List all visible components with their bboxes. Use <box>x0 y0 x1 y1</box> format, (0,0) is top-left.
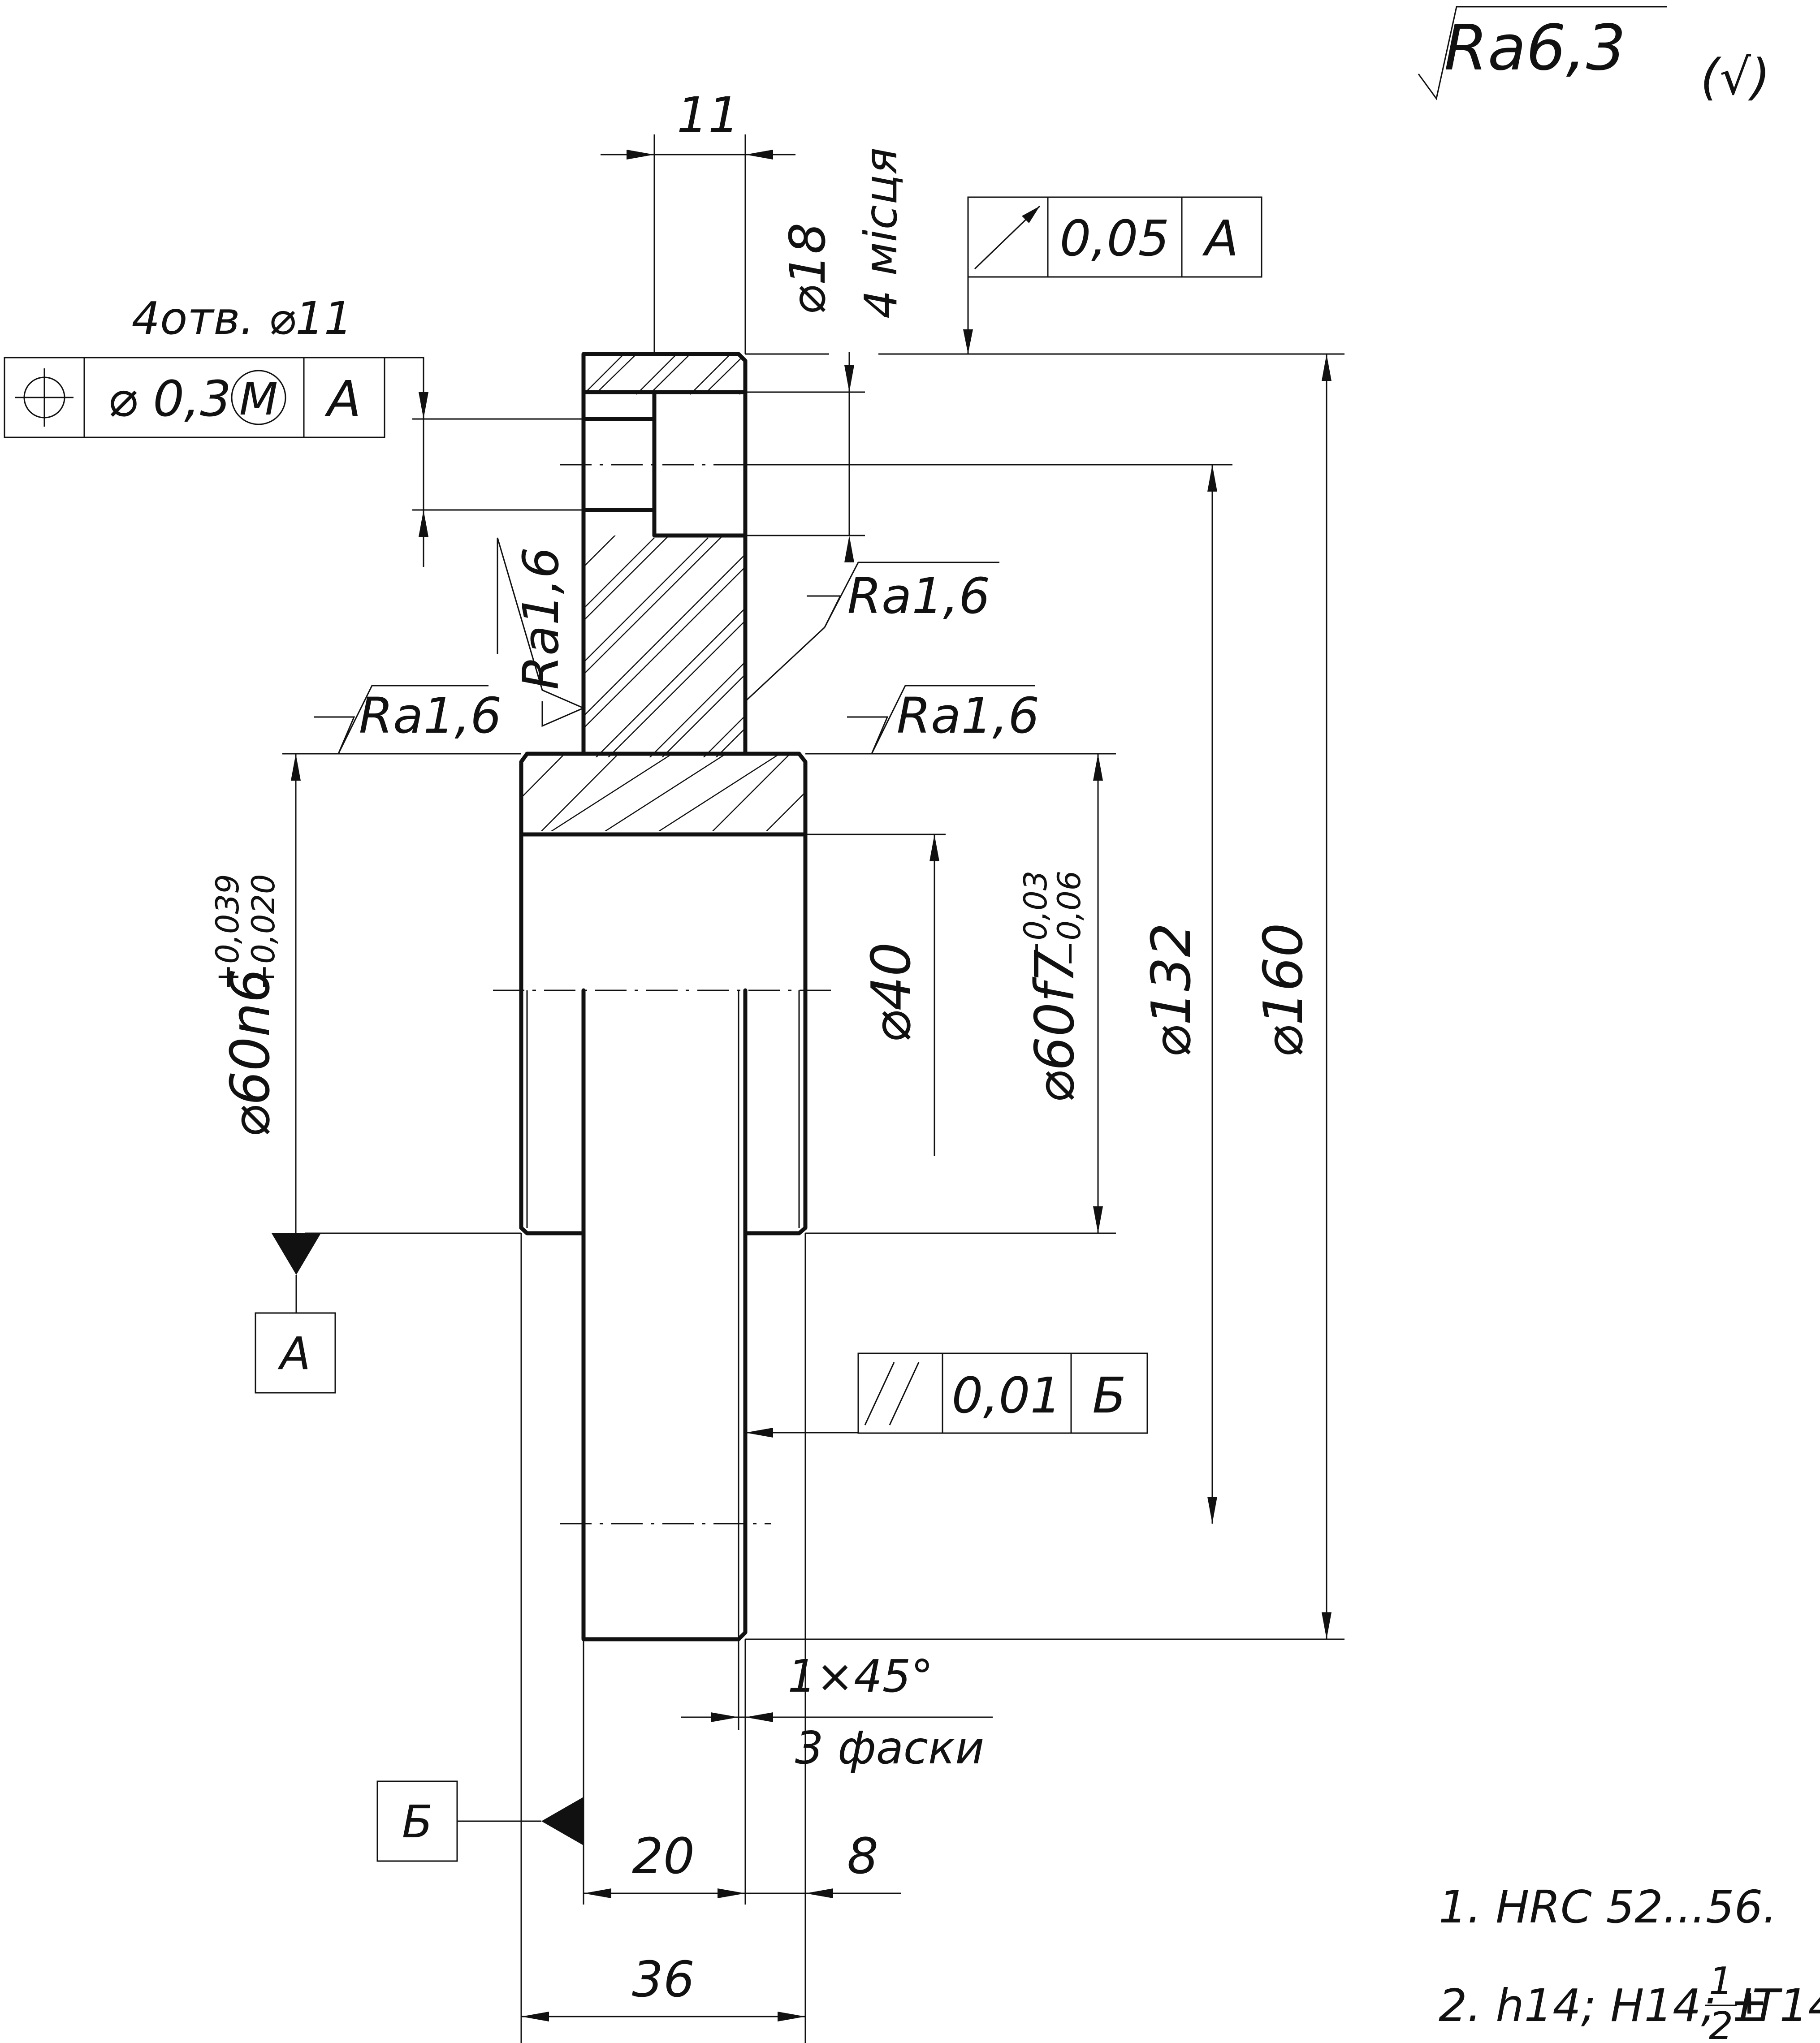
note-2-num: 1 <box>1709 1959 1733 2004</box>
dim-holes-4places: 4 місця <box>855 147 907 319</box>
dim-chamfer-note: 3 фаски <box>795 1722 985 1774</box>
note-2-suffix: IT14 <box>1739 1979 1820 2032</box>
datum-b-symbol: Б <box>376 1780 584 1862</box>
datum-a-symbol: А <box>255 1233 336 1394</box>
dim-60f7-lower: −0,06 <box>1051 871 1088 967</box>
dim-holes-4x11: 4отв. ⌀11 <box>131 292 352 345</box>
runout-value: 0,05 <box>1060 210 1170 267</box>
roughness-r2: Ra1,6 <box>512 547 570 690</box>
position-tolerance-frame: ⌀ 0,3 M А <box>4 357 424 438</box>
position-modifier: M <box>239 373 278 425</box>
dim-hole-d18: ⌀18 <box>779 223 836 315</box>
note-2-den: 2 <box>1709 2004 1733 2043</box>
position-datum: А <box>324 370 361 428</box>
part-outline <box>519 352 808 1641</box>
parallel-datum: Б <box>1092 1367 1126 1424</box>
dim-chamfer: 1×45° <box>788 1650 934 1702</box>
dim-slot-width: 11 <box>677 86 739 144</box>
runout-datum: А <box>1202 210 1238 267</box>
datum-a-label: А <box>277 1327 311 1380</box>
dim-40: ⌀40 <box>860 942 923 1043</box>
general-roughness: Ra6,3 (√) <box>1418 6 1770 106</box>
general-roughness-suffix: (√) <box>1700 48 1770 106</box>
dim-60n6-upper: +0,039 <box>209 874 246 990</box>
center-lines <box>493 464 838 1525</box>
dim-60f7: ⌀60f7 <box>1024 949 1086 1103</box>
parallelism-tolerance-frame: 0,01 Б <box>857 1352 1148 1434</box>
dim-60n6-lower: +0,020 <box>245 874 282 990</box>
roughness-r1: Ra1,6 <box>359 687 502 744</box>
roughness-r4: Ra1,6 <box>897 687 1040 744</box>
datum-b-label: Б <box>402 1796 433 1848</box>
dim-60f7-upper: −0,03 <box>1017 871 1054 967</box>
runout-tolerance-frame: 0,05 А <box>967 196 1262 354</box>
dim-60n6: ⌀60n6 <box>220 968 282 1137</box>
dimension-lines <box>282 134 1344 2043</box>
general-roughness-value: Ra6,3 <box>1444 12 1626 85</box>
dimension-texts: 11 ⌀18 4 місця 4отв. ⌀11 ⌀160 ⌀132 ⌀60f7… <box>131 86 1315 2008</box>
dim-36: 36 <box>632 1951 695 2008</box>
roughness-r3: Ra1,6 <box>847 567 990 625</box>
dim-8: 8 <box>847 1827 878 1885</box>
position-value: ⌀ 0,3 <box>108 370 231 428</box>
dim-160: ⌀160 <box>1253 923 1315 1058</box>
dim-132: ⌀132 <box>1141 923 1203 1058</box>
parallel-value: 0,01 <box>952 1367 1062 1424</box>
roughness-symbols: Ra1,6 Ra1,6 Ra1,6 Ra1,6 <box>314 537 1040 754</box>
technical-notes: 1. HRC 52...56. 2. h14; H14; ± 1 2 IT14 <box>1439 1881 1820 2043</box>
arrowheads <box>291 150 1331 2021</box>
dim-20: 20 <box>632 1827 695 1885</box>
note-1: 1. HRC 52...56. <box>1439 1881 1777 1933</box>
